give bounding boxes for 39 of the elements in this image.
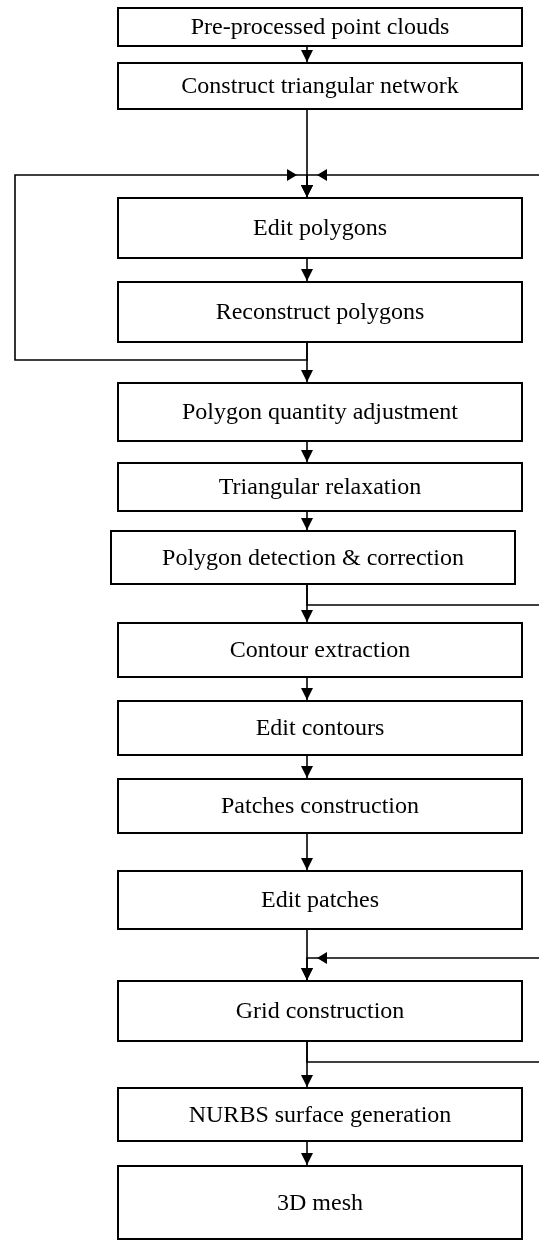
arrow [301,511,313,531]
process-box [117,980,523,1042]
process-box [117,382,523,442]
step-label: Polygon detection & correction [162,543,464,572]
arrow [301,441,313,463]
arrow [301,755,313,779]
process-box [117,870,523,930]
step-label: 3D mesh [277,1188,363,1217]
process-box [117,1087,523,1142]
step-label: NURBS surface generation [188,1100,452,1129]
step-label: Grid construction [235,997,405,1025]
step-label: Reconstruct polygons [215,298,425,326]
arrow [301,46,313,63]
step-label: Edit patches [261,886,379,914]
step-label: Edit polygons [253,214,387,242]
arrow [301,677,313,701]
step-label: Triangular relaxation [218,473,422,501]
process-box [117,197,523,259]
step-label: Construct triangular network [181,72,459,100]
process-box [110,530,516,585]
step-label: Pre-processed point clouds [190,13,450,41]
process-box [117,62,523,110]
step-label: Polygon quantity adjustment [182,398,458,426]
process-box [117,7,523,47]
step-label: Patches construction [221,792,419,820]
arrow [301,258,313,282]
arrow [301,169,539,198]
step-label: Edit contours [255,714,385,742]
step-label: Contour extraction [229,636,411,664]
process-box [117,281,523,343]
arrow [301,342,313,383]
process-box [117,462,523,512]
arrow [301,833,313,871]
process-box [117,1165,523,1240]
process-box [117,700,523,756]
process-box [117,778,523,834]
arrow [301,952,539,981]
process-box [117,622,523,678]
arrow [301,1141,313,1166]
